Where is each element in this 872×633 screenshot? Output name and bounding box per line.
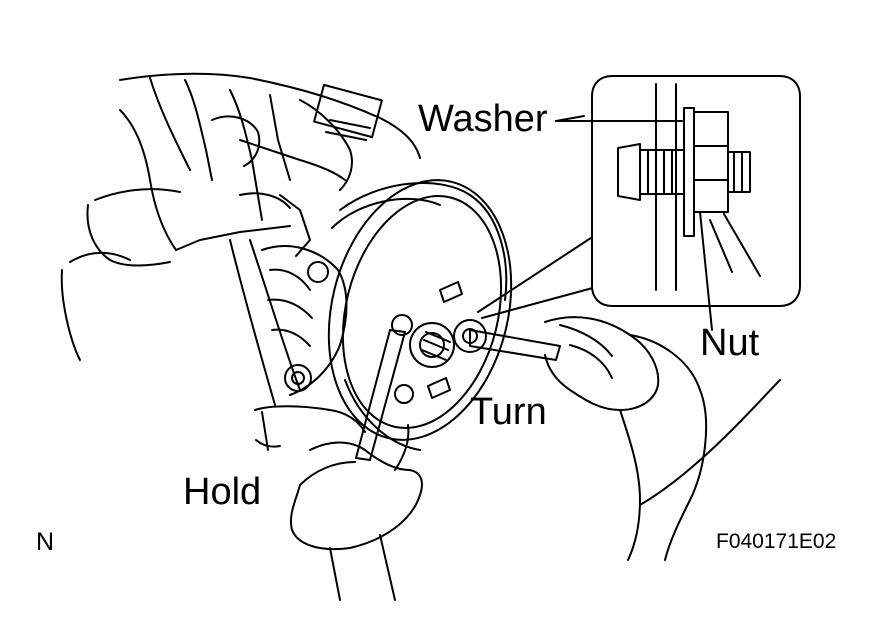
nut-label: Nut — [700, 322, 760, 364]
detail-inset — [556, 76, 800, 330]
hand-turning-wrench — [454, 317, 780, 560]
strut-assembly — [62, 74, 420, 405]
callout-lines — [478, 232, 600, 318]
washer-label: Washer — [418, 98, 548, 140]
turn-label: Turn — [470, 391, 547, 433]
hold-label: Hold — [183, 471, 262, 513]
hand-holding-bar — [255, 330, 422, 600]
orientation-label: N — [36, 528, 55, 556]
figure-code: F040171E02 — [716, 530, 837, 553]
brake-rotor — [303, 161, 538, 460]
